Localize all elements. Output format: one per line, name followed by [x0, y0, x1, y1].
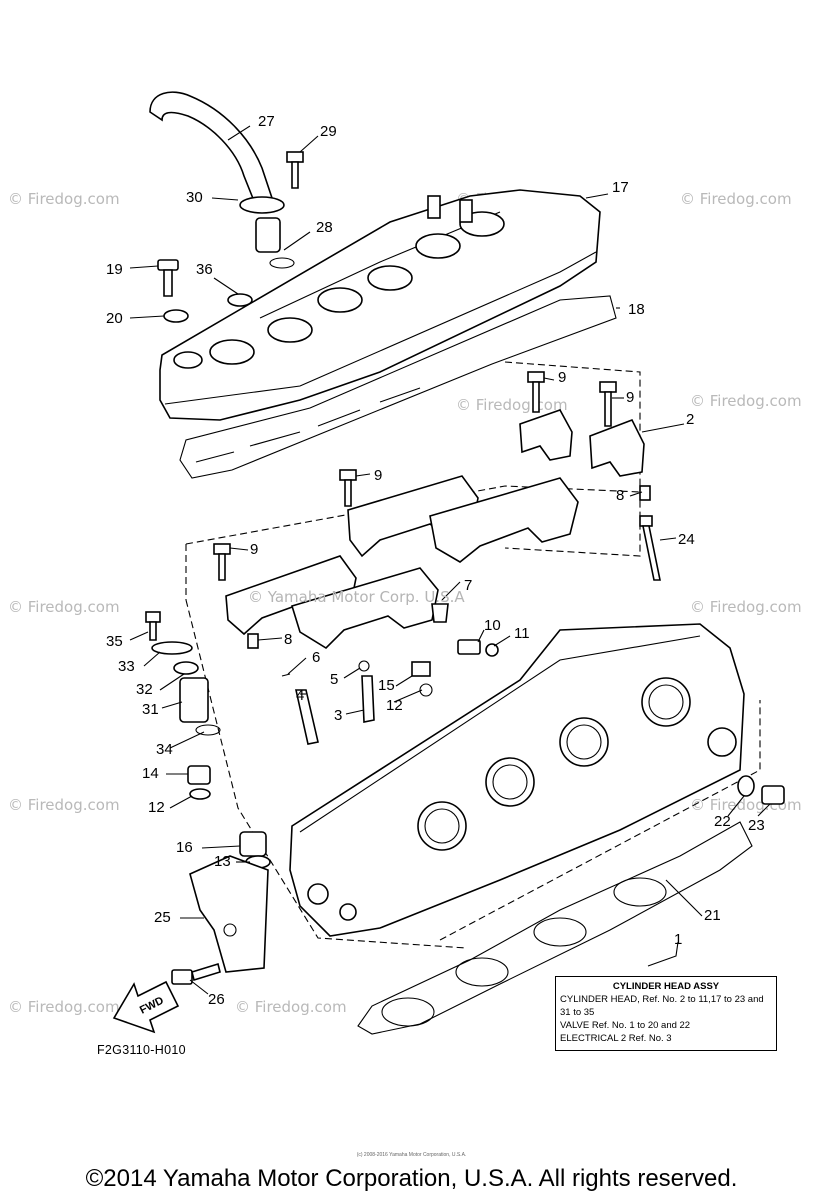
bolt-29-shank — [291, 161, 299, 189]
callout-19: 19 — [106, 261, 123, 278]
head-cover — [159, 189, 601, 421]
callout-25: 25 — [154, 909, 171, 926]
callout-16: 16 — [176, 839, 193, 856]
callout-29: 29 — [320, 123, 337, 140]
callout-12b: 12 — [148, 799, 165, 816]
callout-13: 13 — [214, 853, 231, 870]
legend-title: CYLINDER HEAD ASSY — [612, 981, 720, 992]
callout-10: 10 — [484, 617, 501, 634]
callout-7: 7 — [464, 577, 472, 594]
fine-print: (c) 2008-2016 Yamaha Motor Corporation, … — [356, 1152, 467, 1158]
callout-8b: 8 — [284, 631, 292, 648]
callout-12a: 12 — [386, 697, 403, 714]
callout-3: 3 — [334, 707, 342, 724]
callout-15: 15 — [378, 677, 395, 694]
callout-2: 2 — [686, 411, 694, 428]
hose-clamp — [239, 196, 285, 214]
hose-fitting — [255, 217, 281, 253]
callout-18: 18 — [628, 301, 645, 318]
callout-9d: 9 — [250, 541, 258, 558]
legend-line-3: ELECTRICAL 2 Ref. No. 3 — [560, 1033, 672, 1044]
legend-line-1: CYLINDER HEAD, Ref. No. 2 to 11,17 to 23… — [560, 994, 764, 1018]
fwd-arrow — [112, 980, 180, 1034]
callout-1: 1 — [674, 931, 682, 948]
callout-28: 28 — [316, 219, 333, 236]
figure-code: F2G3110-H010 — [97, 1043, 186, 1057]
breather-hose — [149, 91, 273, 208]
callout-17: 17 — [612, 179, 629, 196]
copyright-notice: ©2014 Yamaha Motor Corporation, U.S.A. A… — [85, 1165, 738, 1192]
callout-22: 22 — [714, 813, 731, 830]
callout-8a: 8 — [616, 487, 624, 504]
callout-20: 20 — [106, 310, 123, 327]
callout-9c: 9 — [374, 467, 382, 484]
o-ring-28 — [269, 257, 295, 269]
callout-14: 14 — [142, 765, 159, 782]
bracket-25 — [189, 855, 269, 973]
callout-35: 35 — [106, 633, 123, 650]
callout-34: 34 — [156, 741, 173, 758]
callout-32: 32 — [136, 681, 153, 698]
callout-30: 30 — [186, 189, 203, 206]
callout-31: 31 — [142, 701, 159, 718]
cover-gasket — [179, 295, 617, 479]
callout-4: 4 — [296, 687, 304, 704]
legend-box: CYLINDER HEAD ASSY CYLINDER HEAD, Ref. N… — [555, 976, 777, 1051]
callout-27: 27 — [258, 113, 275, 130]
callout-24: 24 — [678, 531, 695, 548]
callout-9a: 9 — [558, 369, 566, 386]
callout-5: 5 — [330, 671, 338, 688]
callout-9b: 9 — [626, 389, 634, 406]
callout-21: 21 — [704, 907, 721, 924]
callout-36: 36 — [196, 261, 213, 278]
callout-6: 6 — [312, 649, 320, 666]
callout-26: 26 — [208, 991, 225, 1008]
callout-11: 11 — [514, 625, 530, 642]
bolt-29-head — [286, 151, 304, 163]
legend-line-2: VALVE Ref. No. 1 to 20 and 22 — [560, 1020, 691, 1031]
yamaha-overlay-watermark: © Yamaha Motor Corp. U.S.A — [248, 588, 465, 606]
callout-33: 33 — [118, 658, 135, 675]
callout-23: 23 — [748, 817, 765, 834]
